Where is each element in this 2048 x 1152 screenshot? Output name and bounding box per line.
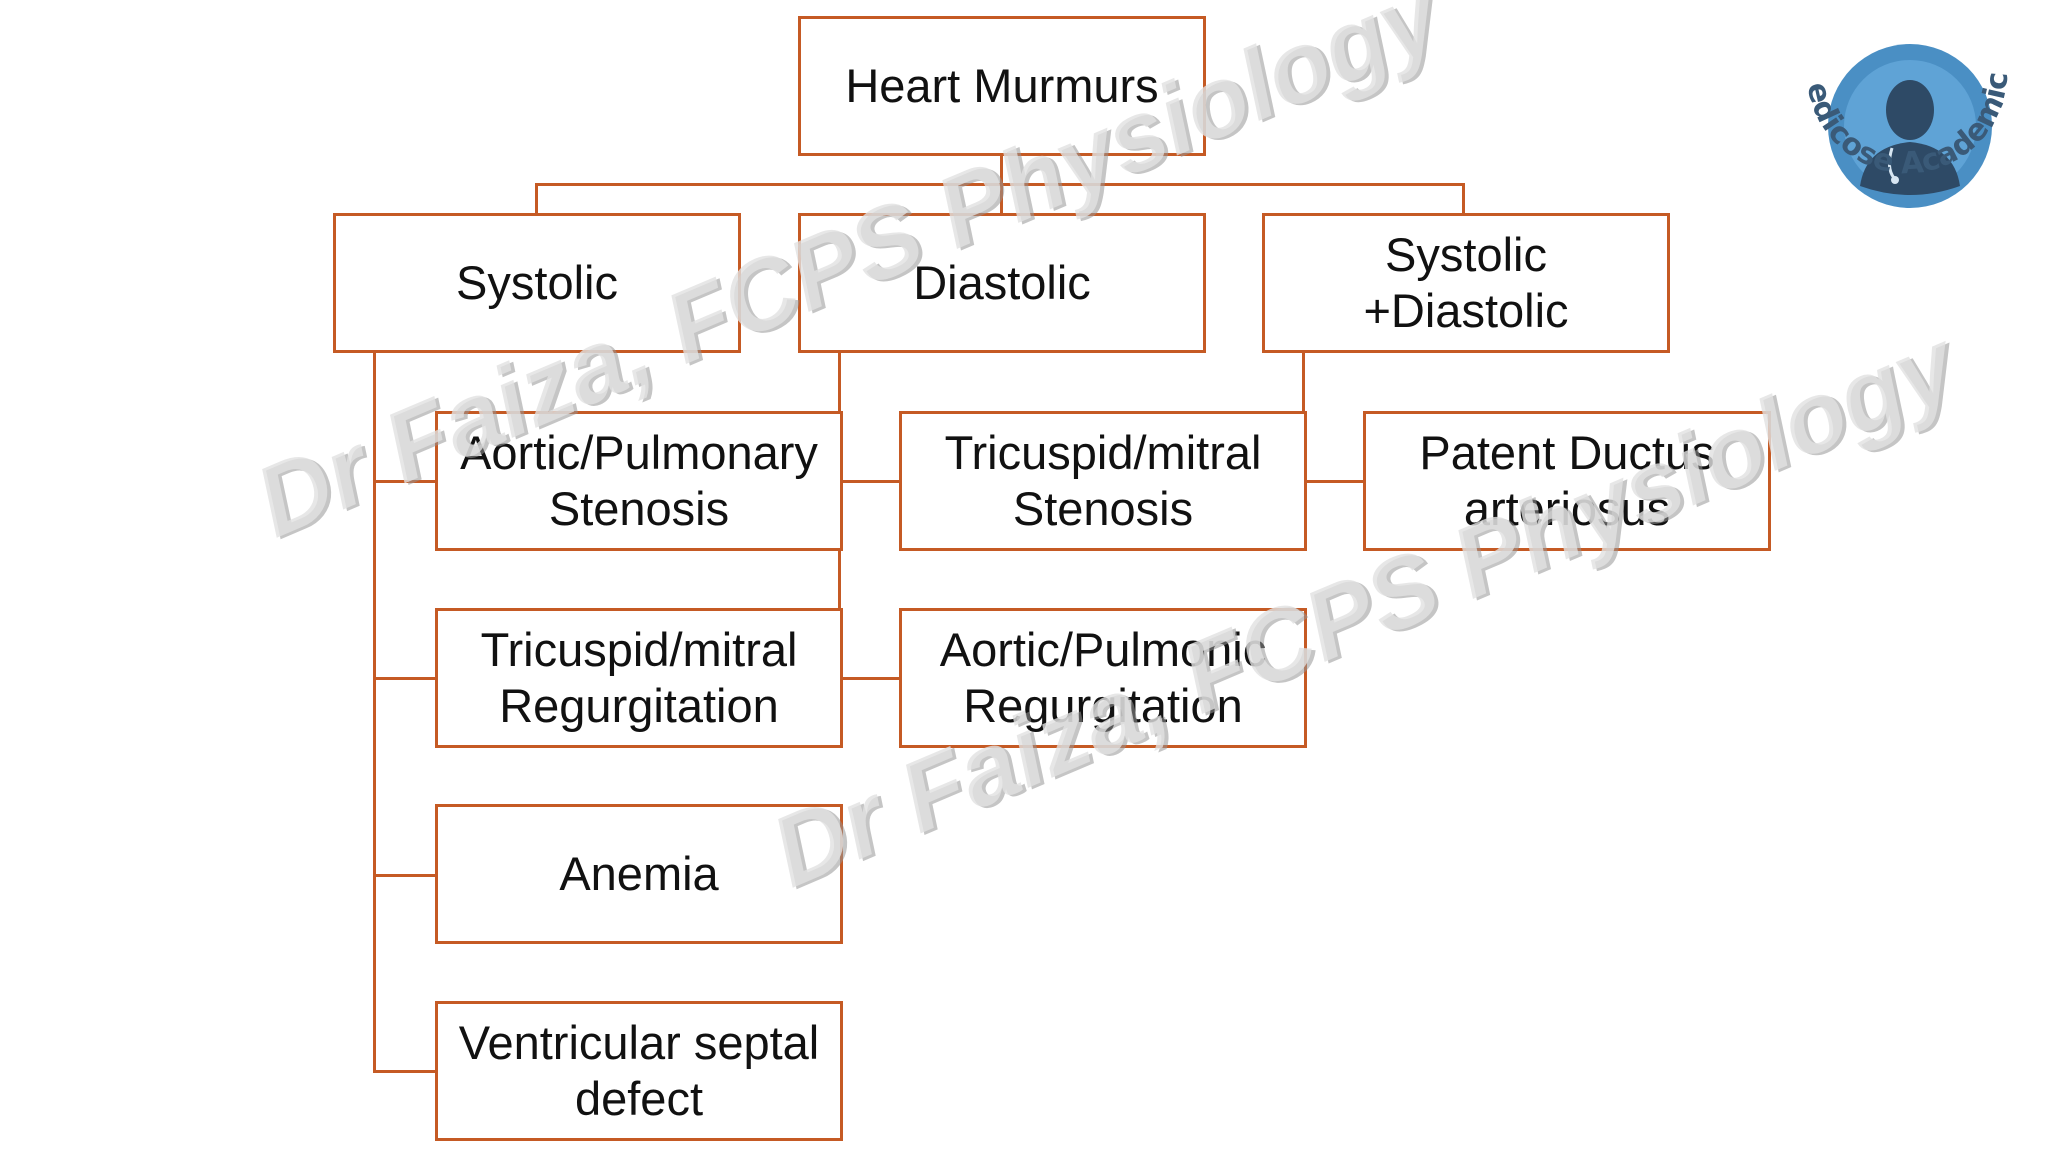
connector-systolic-item-2 <box>373 677 437 680</box>
connector-systolic-item-4 <box>373 1070 437 1073</box>
systolic-item-ventricular-septal-defect: Ventricular septal defect <box>435 1001 843 1141</box>
connector-to-systolic <box>535 183 538 215</box>
connector-top-horizontal <box>535 183 1465 186</box>
systolic-item-tricuspid-mitral-regurgitation: Tricuspid/mitral Regurgitation <box>435 608 843 748</box>
doctor-avatar-icon <box>1860 80 1960 195</box>
systolic-item-anemia: Anemia <box>435 804 843 944</box>
connector-systolic-item-1 <box>373 480 437 483</box>
connector-both-item-1 <box>1302 480 1366 483</box>
diastolic-item-tricuspid-mitral-stenosis: Tricuspid/mitral Stenosis <box>899 411 1307 551</box>
connector-systolic-vertical <box>373 353 376 1073</box>
systolic-item-aortic-pulmonary-stenosis: Aortic/Pulmonary Stenosis <box>435 411 843 551</box>
connector-systolic-item-3 <box>373 874 437 877</box>
connector-to-both <box>1462 183 1465 215</box>
category-systolic: Systolic <box>333 213 741 353</box>
both-item-patent-ductus-arteriosus: Patent Ductus arteriosus <box>1363 411 1771 551</box>
category-diastolic: Diastolic <box>798 213 1206 353</box>
connector-diastolic-item-2 <box>838 677 902 680</box>
connector-diastolic-item-1 <box>838 480 902 483</box>
diastolic-item-aortic-pulmonic-regurgitation: Aortic/Pulmonic Regurgitation <box>899 608 1307 748</box>
root-node: Heart Murmurs <box>798 16 1206 156</box>
category-systolic-diastolic: Systolic +Diastolic <box>1262 213 1670 353</box>
medicose-academics-logo: Medicose Academics <box>1767 0 2042 248</box>
